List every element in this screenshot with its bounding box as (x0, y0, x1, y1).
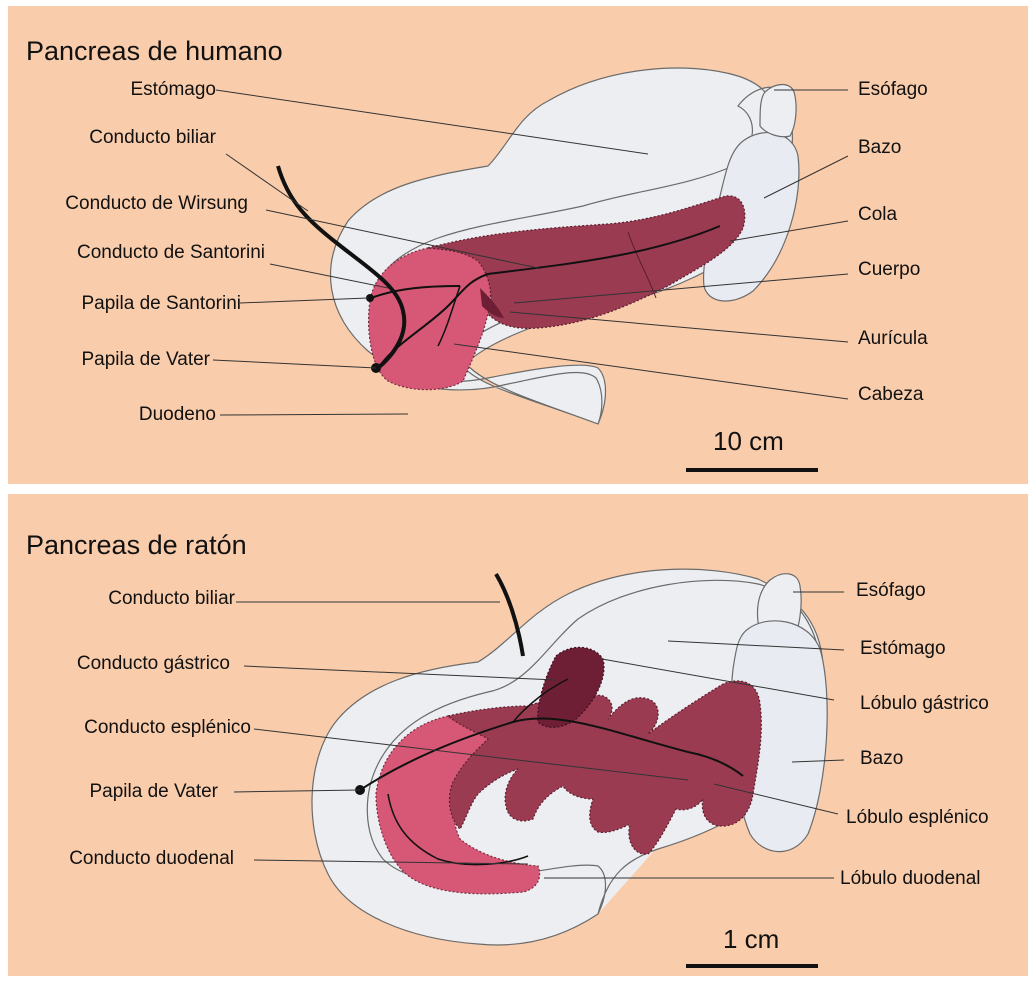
mouse-label-papila-vater: Papila de Vater (89, 781, 218, 803)
mouse-label-conducto-gastrico: Conducto gástrico (77, 653, 230, 675)
mouse-label-conducto-esplenico: Conducto esplénico (84, 717, 251, 739)
human-label-duodeno: Duodeno (139, 404, 216, 426)
mouse-label-lobulo-duodenal: Lóbulo duodenal (840, 868, 981, 890)
human-esophagus-shape (760, 85, 796, 137)
mouse-pancreas-panel: Pancreas de ratón Conducto biliar Conduc… (8, 494, 1028, 976)
mouse-label-conducto-duodenal: Conducto duodenal (69, 848, 234, 870)
human-label-auricula: Aurícula (858, 328, 928, 350)
mouse-label-estomago: Estómago (860, 638, 946, 660)
mouse-scale-label: 1 cm (723, 924, 779, 955)
mouse-label-lobulo-gastrico: Lóbulo gástrico (860, 693, 989, 715)
human-label-conducto-biliar: Conducto biliar (89, 127, 216, 149)
human-scale-label: 10 cm (713, 426, 784, 457)
mouse-panel-title: Pancreas de ratón (26, 530, 247, 561)
mouse-label-lobulo-esplenico: Lóbulo esplénico (846, 807, 989, 829)
human-label-cuerpo: Cuerpo (858, 259, 920, 281)
mouse-label-conducto-biliar: Conducto biliar (108, 588, 235, 610)
human-label-conducto-wirsung: Conducto de Wirsung (65, 193, 248, 215)
human-label-cola: Cola (858, 204, 897, 226)
human-panel-title: Pancreas de humano (26, 36, 283, 67)
mouse-label-esofago: Esófago (856, 580, 926, 602)
human-label-estomago: Estómago (130, 79, 216, 101)
human-label-cabeza: Cabeza (858, 384, 924, 406)
mouse-label-bazo: Bazo (860, 748, 903, 770)
human-label-esofago: Esófago (858, 79, 928, 101)
human-label-conducto-santorini: Conducto de Santorini (77, 242, 265, 264)
human-label-papila-vater: Papila de Vater (81, 349, 210, 371)
human-pancreas-panel: Pancreas de humano Estómago Conducto bil… (8, 6, 1028, 484)
human-label-papila-santorini: Papila de Santorini (82, 293, 242, 315)
human-label-bazo: Bazo (858, 137, 901, 159)
